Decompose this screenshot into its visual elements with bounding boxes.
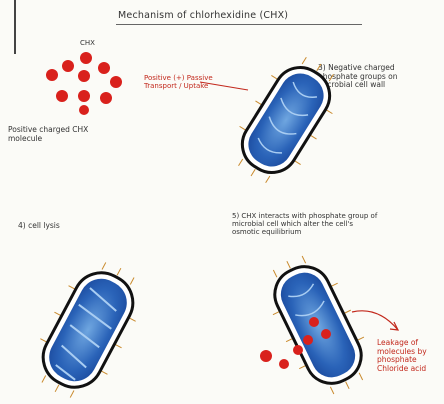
chx-ion <box>62 60 74 72</box>
bacterium-intact <box>220 45 351 195</box>
leakage-arrow <box>352 311 398 330</box>
chx-ion <box>46 69 58 81</box>
chx-ion <box>78 90 90 102</box>
chx-ion <box>78 70 90 82</box>
chx-ion <box>98 62 110 74</box>
chx-ion <box>79 105 89 115</box>
bacterium-lysed <box>22 250 155 404</box>
chx-ion <box>100 92 112 104</box>
chx-ion <box>110 76 122 88</box>
uptake-arrow <box>200 82 248 90</box>
chx-ion-cluster <box>46 52 122 115</box>
chx-ion <box>80 52 92 64</box>
chx-ion <box>56 90 68 102</box>
